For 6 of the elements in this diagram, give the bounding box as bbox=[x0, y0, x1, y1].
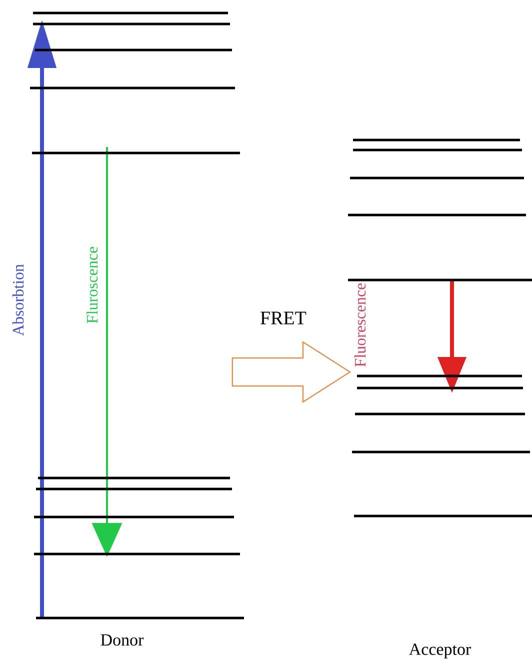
transition-label: Fluroscence bbox=[86, 246, 98, 324]
transition-label: Fluorescence bbox=[354, 283, 366, 367]
block-arrow bbox=[232, 340, 352, 404]
edge-label: FRET bbox=[260, 312, 306, 324]
stack-label: Donor bbox=[100, 634, 144, 646]
stack-label: Acceptor bbox=[409, 644, 471, 658]
